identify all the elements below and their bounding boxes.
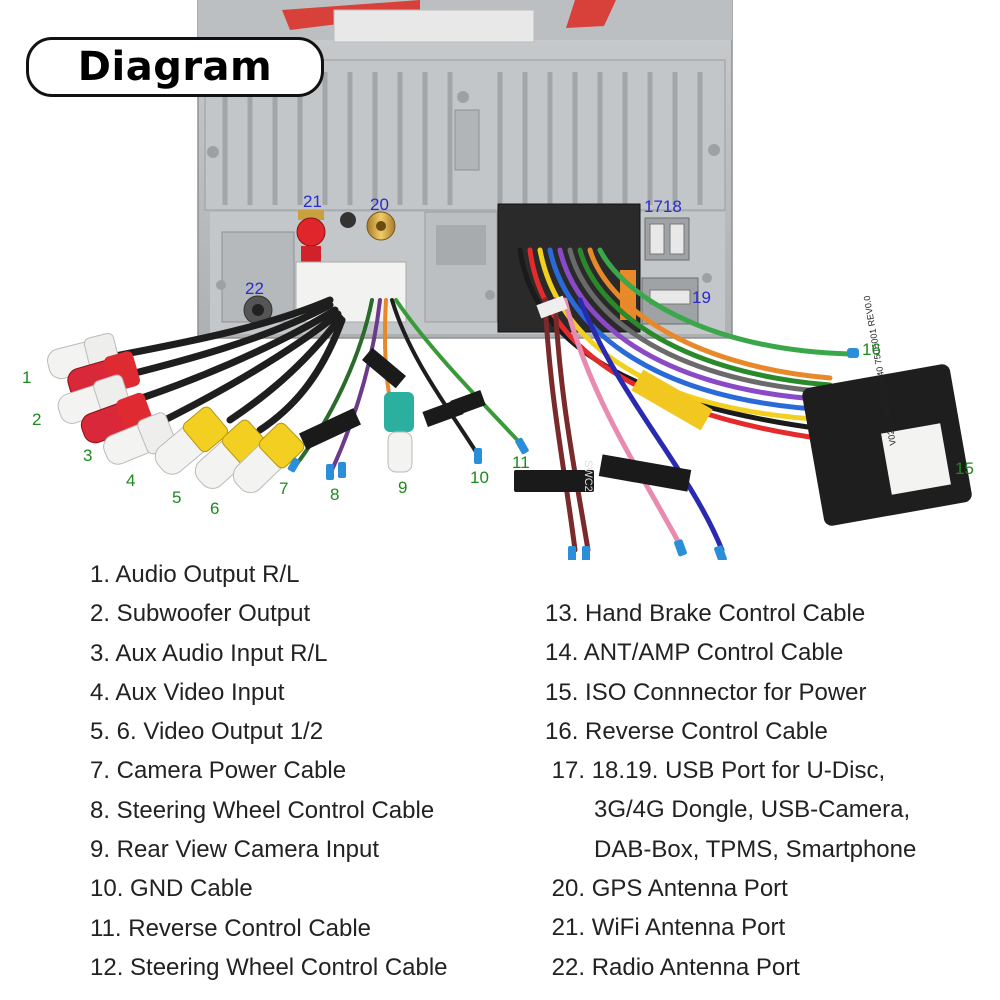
legend-item: 15. ISO Connnector for Power [545, 678, 867, 706]
legend-item: 13. Hand Brake Control Cable [545, 600, 866, 627]
callout-15: 15 [955, 459, 974, 478]
legend-item: 8. Steering Wheel Control Cable [90, 796, 435, 824]
callout-10: 10 [470, 468, 489, 487]
legend-item: 1. Audio Output R/L [90, 561, 300, 588]
callout-16: 16 [862, 340, 881, 359]
legend-item: 10. GND Cable [90, 875, 253, 903]
callout-20: 20 [370, 195, 389, 214]
callout-11: 11 [512, 453, 530, 472]
gps-antenna-port [366, 211, 396, 241]
swc2-tag: SWC2 [582, 460, 594, 492]
callout-9: 9 [398, 478, 407, 497]
callout-1: 1 [22, 368, 31, 387]
callout-22: 22 [245, 279, 264, 298]
legend-item: 21. WiFi Antenna Port [545, 914, 786, 942]
callout-8: 8 [330, 485, 339, 504]
harness-tips [568, 539, 727, 560]
usb-port-19 [641, 277, 699, 325]
legend-item: 2. Subwoofer Output [90, 600, 311, 628]
radio-antenna-port [243, 295, 273, 325]
callout-5: 5 [172, 488, 181, 507]
legend-item: 5. 6. Video Output 1/2 [90, 718, 324, 746]
callout-4: 4 [126, 471, 135, 490]
harness-tags: SWC2 [514, 295, 713, 492]
legend-item-continued: DAB-Box, TPMS, Smartphone [594, 835, 917, 863]
wifi-antenna-port [296, 210, 326, 270]
reverse-wire-tip [847, 348, 859, 358]
legend-item: 22. Radio Antenna Port [545, 953, 800, 981]
legend-item: 7. Camera Power Cable [90, 757, 347, 785]
page-title: Diagram [77, 44, 273, 90]
title-badge: Diagram [26, 37, 324, 97]
callout-19: 19 [692, 288, 711, 307]
rear-view-camera-plug [384, 392, 414, 473]
legend-item: 4. Aux Video Input [90, 678, 285, 706]
callout-7: 7 [279, 479, 288, 498]
legend-item: 9. Rear View Camera Input [90, 836, 380, 864]
callout-6: 6 [210, 499, 219, 518]
black-tags [299, 347, 486, 450]
legend-item: 14. ANT/AMP Control Cable [545, 639, 844, 667]
callout-17-18: 1718 [644, 197, 682, 216]
port-hole [340, 212, 356, 228]
rca-plugs [47, 332, 305, 494]
legend-item: 20. GPS Antenna Port [545, 875, 788, 903]
iso-connector: V0286 4C00020040 750E001 REV0.0 [802, 295, 972, 526]
head-unit-diagram: V0286 4C00020040 750E001 REV0.0 SWC2 21 … [22, 0, 974, 560]
usb-ports-17-18 [644, 217, 690, 261]
legend-item: 17. 18.19. USB Port for U-Disc, [545, 757, 886, 785]
callout-2: 2 [32, 410, 41, 429]
legend-right-column: 13. Hand Brake Control Cable 14. ANT/AMP… [545, 594, 916, 987]
legend-item: 12. Steering Wheel Control Cable [90, 953, 448, 981]
callout-21: 21 [303, 192, 322, 211]
legend-left-column: 1. Audio Output R/L 2. Subwoofer Output … [90, 555, 448, 987]
legend-item-continued: 3G/4G Dongle, USB-Camera, [594, 796, 911, 824]
legend-item: 3. Aux Audio Input R/L [90, 639, 328, 667]
callout-3: 3 [83, 446, 92, 465]
legend-item: 11. Reverse Control Cable [90, 914, 372, 942]
legend-item: 16. Reverse Control Cable [545, 717, 828, 745]
wire-tips [287, 437, 529, 480]
iso-harness-wires [517, 247, 853, 553]
